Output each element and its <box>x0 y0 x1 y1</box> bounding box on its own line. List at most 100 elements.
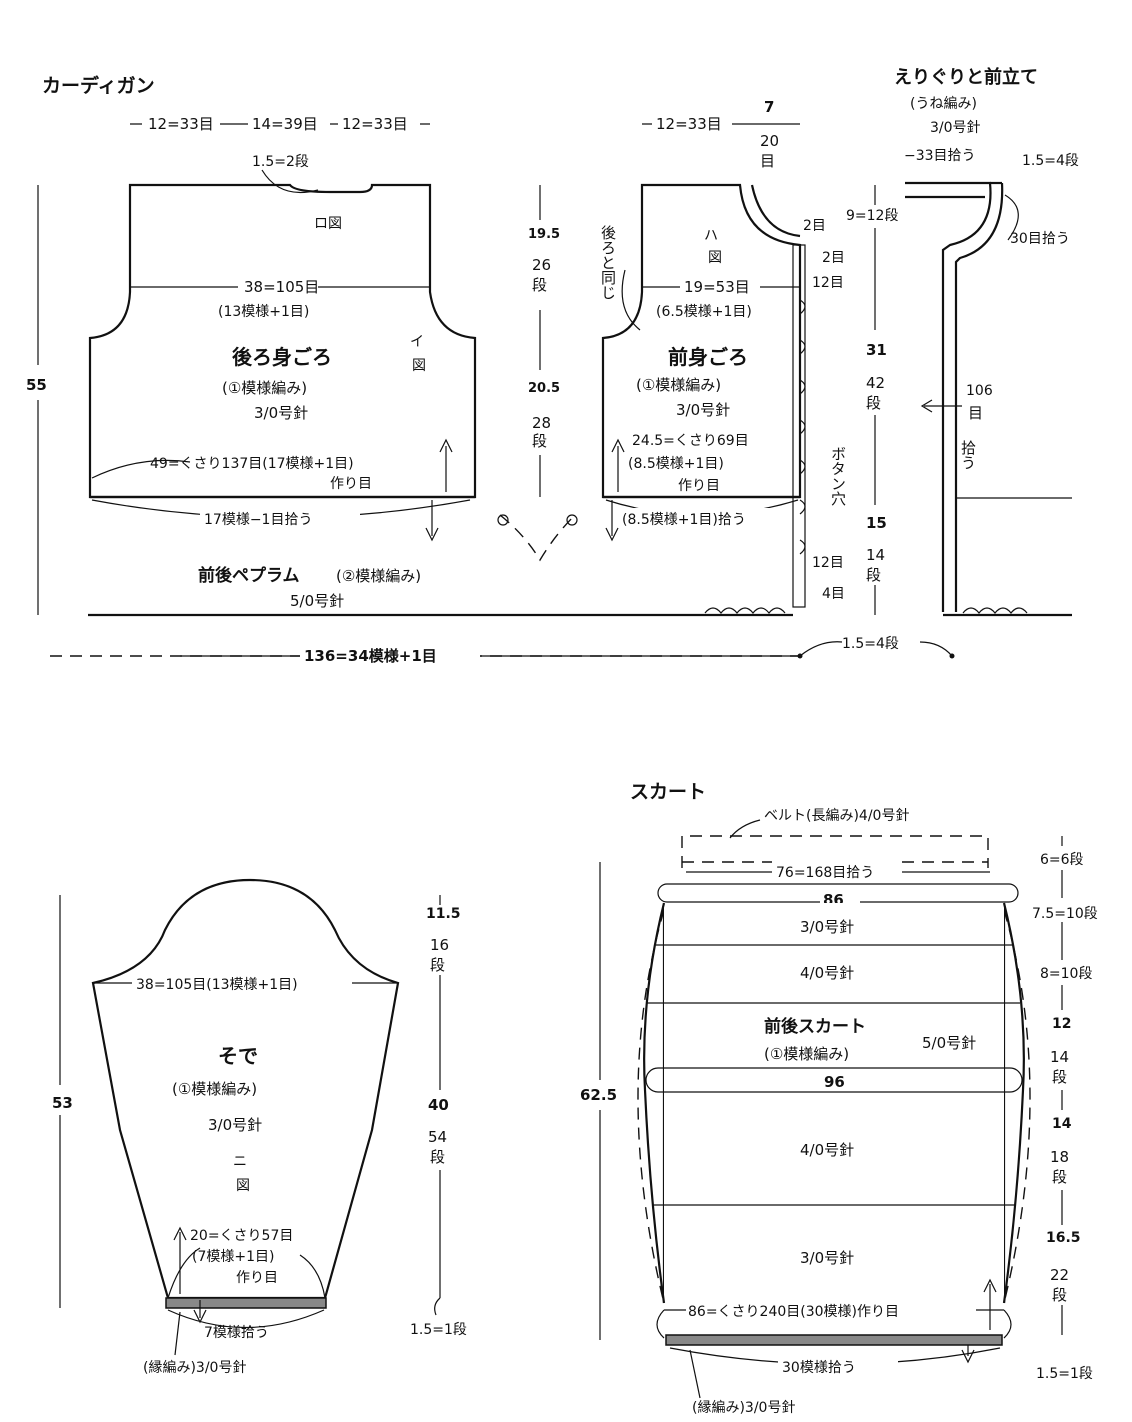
skirt-needle-3: 5/0号針 <box>922 1034 976 1052</box>
back-armhole-ref-1: イ <box>410 334 424 350</box>
peplum-join-curve <box>499 514 576 562</box>
sleeve-outline <box>91 878 400 1300</box>
front-chest-sub: (6.5模様+1目) <box>656 304 752 320</box>
skirt-rows-6-unit: 段 <box>1052 1286 1067 1304</box>
front-mid-cm: 31 <box>866 341 887 359</box>
sleeve-top-width: 38=105目(13模様+1目) <box>136 977 298 993</box>
skirt-rows-4-rows: 14 <box>1050 1048 1069 1066</box>
front-pattern: (①模様編み) <box>636 376 721 394</box>
skirt-rows-5-unit: 段 <box>1052 1168 1067 1186</box>
collar-edge-scallops <box>962 607 1028 614</box>
front-neck-ref-2: 図 <box>708 250 722 266</box>
collar-section: えりぐりと前立て (うね編み) 3/0号針 −33目拾う 1.5=4段 30目拾… <box>894 66 1079 617</box>
front-pickup-label: (8.5模様+1目)拾う <box>622 512 746 528</box>
front-hem-label-2: (8.5模様+1目) <box>628 456 724 472</box>
front-needle: 3/0号針 <box>676 401 730 419</box>
sleeve-edge: (縁編み)3/0号針 <box>143 1360 246 1376</box>
skirt-rows-6-rows: 22 <box>1050 1266 1069 1284</box>
join-mark-left <box>497 514 509 526</box>
upper-height-rows: 26 <box>532 256 551 274</box>
sleeve-body-cm: 40 <box>428 1096 449 1114</box>
join-mark-right <box>566 514 578 526</box>
sleeve-cuff-band <box>165 1297 327 1309</box>
skirt-rows-7: 1.5=1段 <box>1036 1366 1093 1382</box>
peplum-needle: 5/0号針 <box>290 592 344 610</box>
skirt-section: スカート ベルト(長編み)4/0号針 76=168目拾う 86 3/0号針 4/… <box>580 781 1098 1416</box>
front-low-cm: 15 <box>866 514 887 532</box>
skirt-widest-band <box>645 1067 1023 1093</box>
back-hem-leader <box>91 459 191 479</box>
back-down-arrow <box>425 527 439 542</box>
collar-band-inner <box>954 182 1004 612</box>
skirt-height: 62.5 <box>580 1086 617 1104</box>
front-neck-ref-1: ハ <box>704 228 718 244</box>
skirt-right-side <box>1002 902 1025 1304</box>
front-mid-rows: 42 <box>866 374 885 392</box>
upper-height-cm: 19.5 <box>528 227 560 242</box>
collar-arrow <box>920 399 933 413</box>
skirt-rows-1: 6=6段 <box>1040 852 1084 868</box>
lower-height-unit: 段 <box>532 432 547 450</box>
back-shoulder-width-left: 12=33目 <box>148 115 214 133</box>
upper-height-unit: 段 <box>532 276 547 294</box>
collar-pattern: (うね編み) <box>910 96 977 112</box>
back-armhole-ref-2: 図 <box>412 358 426 374</box>
same-as-back: 後ろと同じ <box>599 225 617 300</box>
collar-needle: 3/0号針 <box>930 120 981 136</box>
collar-band-outer <box>905 181 992 612</box>
sleeve-pattern: (①模様編み) <box>172 1080 257 1098</box>
front-hem-label: 24.5=くさり69目 <box>632 433 749 449</box>
buttonhole-marks <box>799 299 806 555</box>
skirt-belt-outline <box>681 835 989 868</box>
band-count-3: 12目 <box>812 275 844 291</box>
skirt-needle-4: 4/0号針 <box>800 1141 854 1159</box>
collar-pickup-2: 30目拾う <box>1010 231 1070 247</box>
sleeve-up-arrow <box>173 1226 187 1241</box>
skirt-width-mid: 96 <box>824 1073 845 1091</box>
back-chest-sub: (13模様+1目) <box>218 304 309 320</box>
skirt-rows-4-unit: 段 <box>1052 1068 1067 1086</box>
back-neck-ref: ロ図 <box>314 216 342 232</box>
back-up-arrow <box>439 438 453 453</box>
peplum-total: 136=34模様+1目 <box>304 647 437 665</box>
sleeve-ref-2: 図 <box>236 1178 250 1194</box>
same-as-back-leader <box>621 269 641 331</box>
sleeve-pickup: 7模様拾う <box>204 1325 269 1341</box>
skirt-needle-2: 4/0号針 <box>800 964 854 982</box>
collar-pickup-3-action: 拾う <box>959 440 977 470</box>
front-mid-unit: 段 <box>866 394 881 412</box>
peplum-pattern: (②模様編み) <box>336 567 421 585</box>
skirt-left-side <box>643 902 666 1304</box>
skirt-hem-band <box>665 1334 1003 1346</box>
collar-pickup-3-num: 106 <box>966 383 993 399</box>
band-count-2: 2目 <box>822 250 845 266</box>
sleeve-body-unit: 段 <box>430 1148 445 1166</box>
skirt-rows-5-cm: 14 <box>1052 1116 1072 1132</box>
back-neck-leader <box>261 169 319 194</box>
back-pickup-label: 17模様−1目拾う <box>204 512 312 528</box>
front-low-rows: 14 <box>866 546 885 564</box>
back-neck-width: 14=39目 <box>252 115 318 133</box>
skirt-edge: (縁編み)3/0号針 <box>692 1400 795 1416</box>
skirt-up-arrow <box>983 1278 997 1293</box>
skirt-rows-3: 8=10段 <box>1040 966 1092 982</box>
skirt-name: 前後スカート <box>764 1016 866 1037</box>
front-chest-width: 19=53目 <box>684 278 750 296</box>
back-name: 後ろ身ごろ <box>232 345 332 369</box>
sleeve-cap-rows: 16 <box>430 936 449 954</box>
skirt-rows-6-cm: 16.5 <box>1046 1230 1081 1246</box>
skirt-needle-5: 3/0号針 <box>800 1249 854 1267</box>
sleeve-cuff-3: 作り目 <box>236 1270 278 1286</box>
back-chest-width: 38=105目 <box>244 278 319 296</box>
total-height: 55 <box>26 376 47 394</box>
front-hem-label-3: 作り目 <box>678 478 720 494</box>
front-name: 前身ごろ <box>668 345 748 369</box>
collar-rows: 1.5=4段 <box>1022 153 1079 169</box>
band-count-4: 12目 <box>812 555 844 571</box>
skirt-pattern: (①模様編み) <box>764 1045 849 1063</box>
back-bodice-outline <box>88 183 477 499</box>
skirt-belt: ベルト(長編み)4/0号針 <box>764 808 909 824</box>
buttonhole-label: ボタン穴 <box>829 446 847 506</box>
sleeve-body-rows: 54 <box>428 1128 447 1146</box>
back-hem-label-2: 作り目 <box>330 476 372 492</box>
